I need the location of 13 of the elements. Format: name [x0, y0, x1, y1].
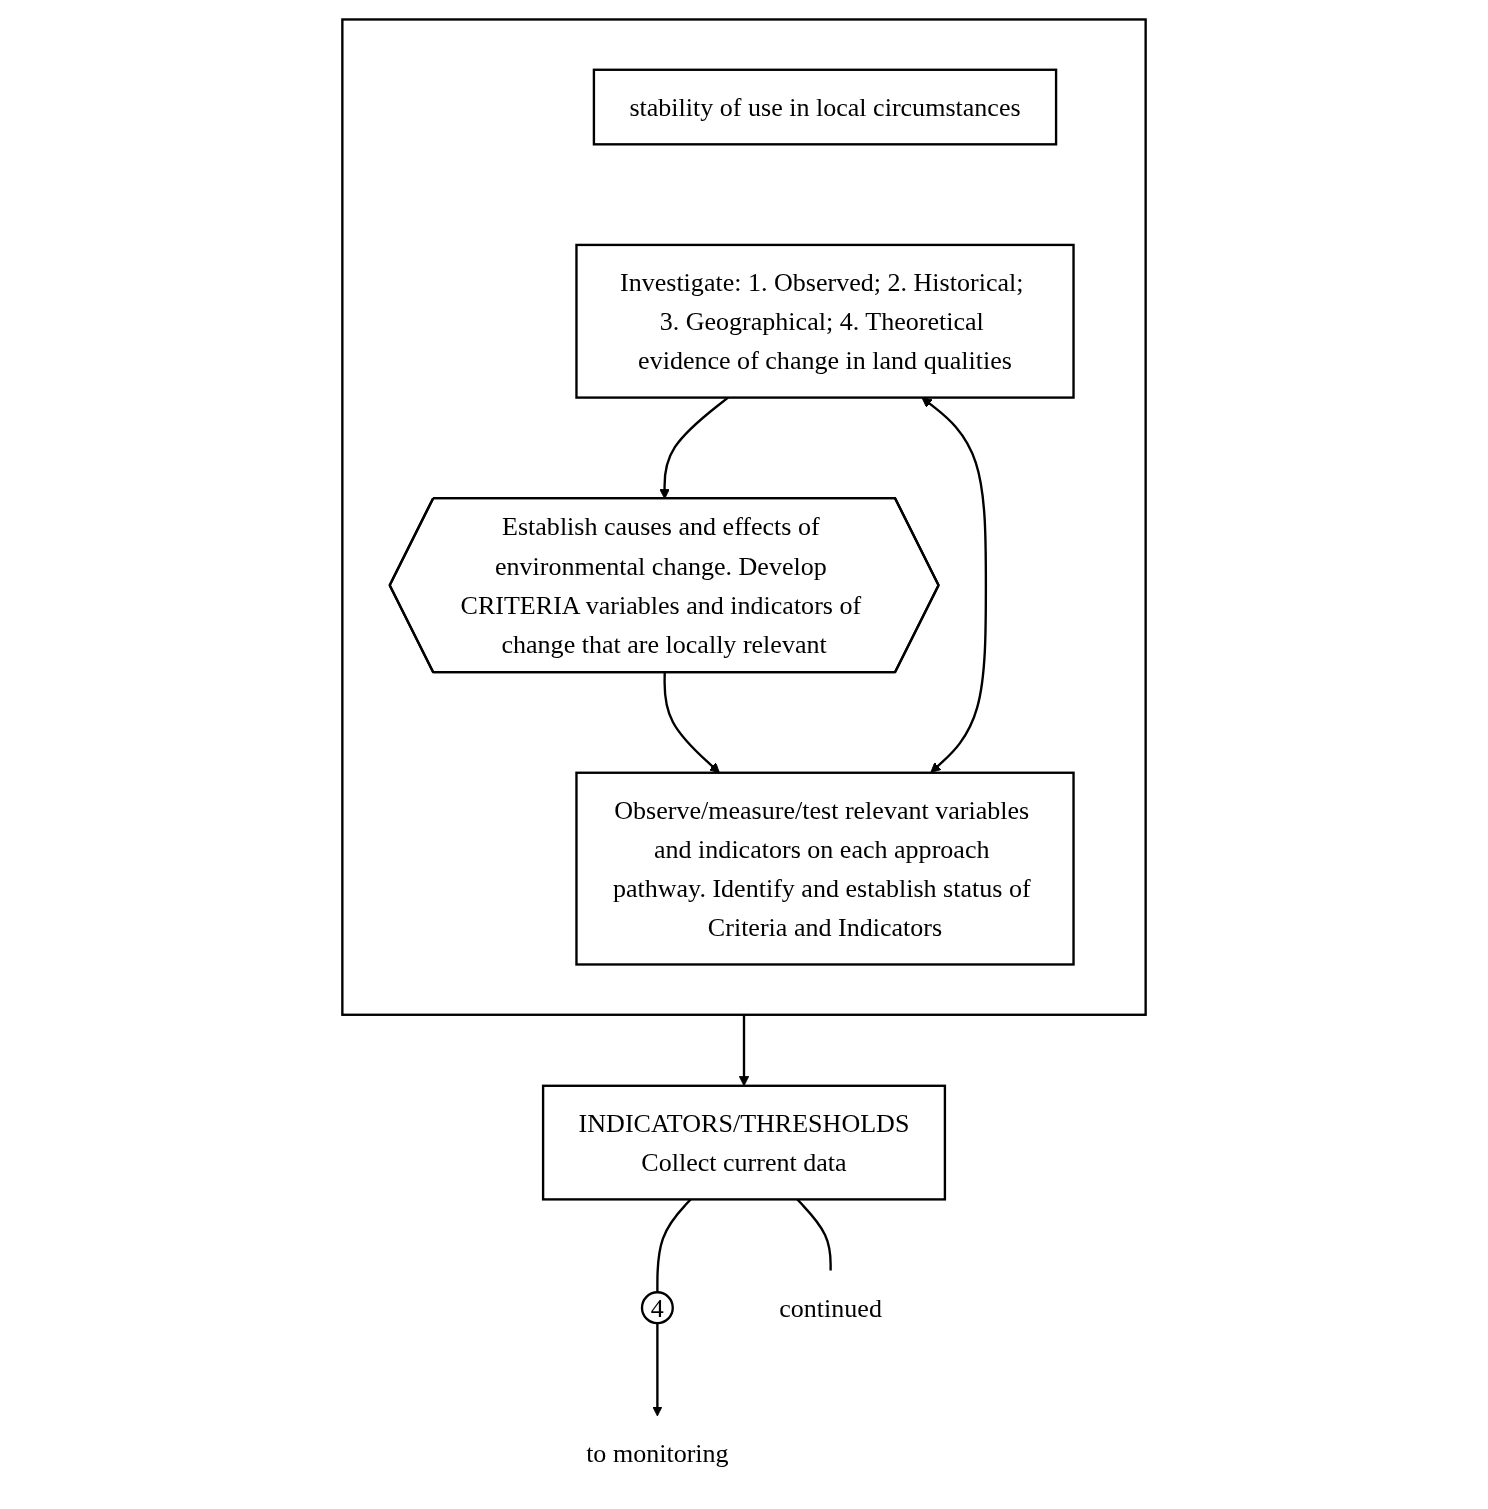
node-box: INDICATORS/THRESHOLDS Collect current data	[541, 1084, 947, 1201]
arrow	[738, 1014, 750, 1086]
node-circle: 4	[640, 1290, 674, 1324]
node-text: continued	[779, 1292, 882, 1322]
node-text: to monitoring	[586, 1437, 729, 1468]
arrow	[652, 1322, 663, 1416]
node-box: Investigate: 1. Observed; 2. Historical; 3. Geographical; 4. Theoretical evidence of change in land qualities	[575, 243, 1075, 399]
node-box: Observe/measure/test relevant variables and indicators on each approach pathway. Identify and establish status of Criteria and Indicators	[575, 771, 1075, 966]
connector	[656, 1198, 692, 1292]
node-box: stability of use in local circumstances	[592, 68, 1058, 145]
connector	[796, 1198, 832, 1270]
cluster	[341, 17, 1147, 1016]
arrow	[663, 672, 720, 773]
